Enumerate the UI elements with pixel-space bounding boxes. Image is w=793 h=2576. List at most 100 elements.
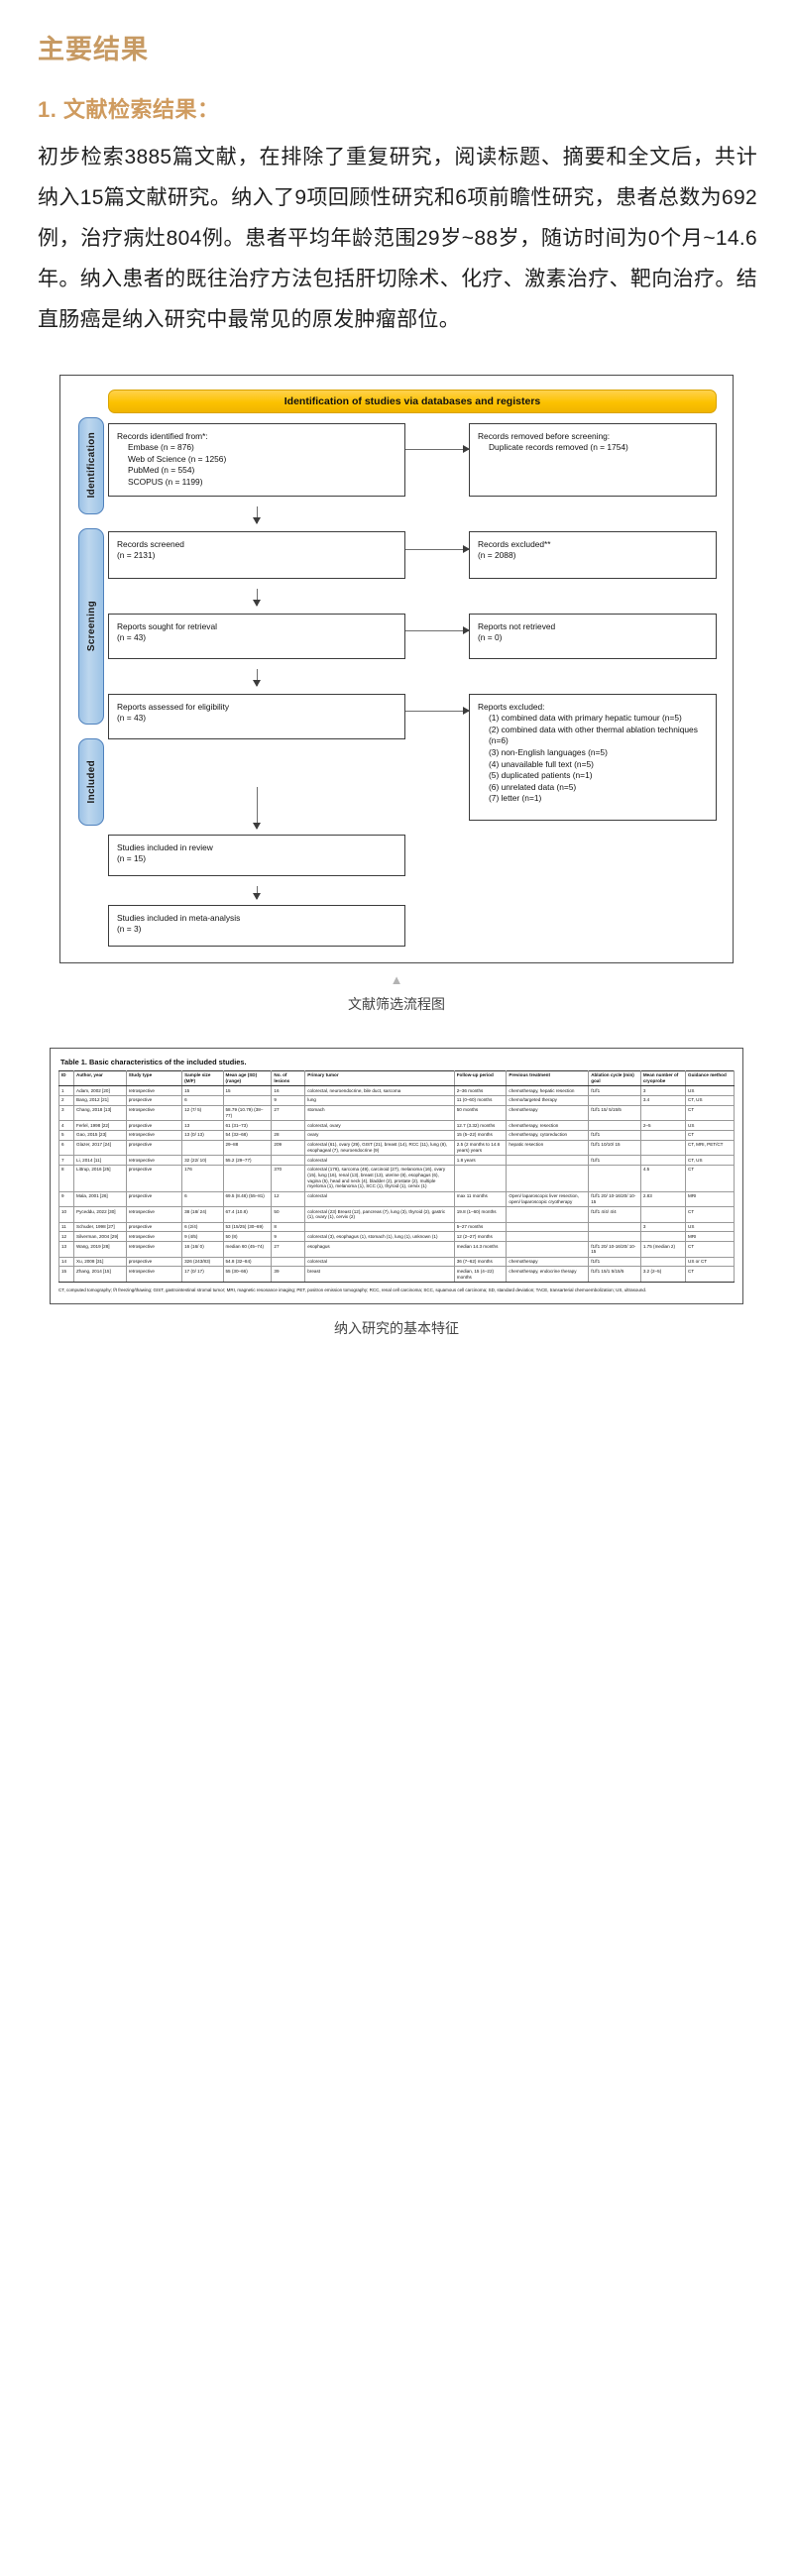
connector-assessed-reportsexcluded bbox=[405, 706, 470, 715]
table-column-header: Study type bbox=[125, 1069, 183, 1087]
table-cell: Adam, 2002 [20] bbox=[73, 1085, 127, 1096]
table-cell: 27 bbox=[271, 1104, 306, 1122]
table-cell: retrospective bbox=[125, 1241, 183, 1258]
table-cell bbox=[506, 1221, 590, 1233]
table-cell: median 60 (45–74) bbox=[222, 1241, 273, 1258]
table-cell: 11 bbox=[57, 1221, 75, 1233]
table-cell: f1/f1 4/4/ 4/4 bbox=[588, 1206, 641, 1223]
table-cell: 11 (0–60) months bbox=[453, 1094, 508, 1106]
page-root: 主要结果 1. 文献检索结果： 初步检索3885篇文献，在排除了重复研究，阅读标… bbox=[0, 28, 793, 1338]
table-cell: retrospective bbox=[125, 1129, 183, 1141]
table-cell: 2–5 bbox=[639, 1120, 687, 1131]
table-cell: 50 bbox=[271, 1206, 306, 1223]
table-box: Table 1. Basic characteristics of the in… bbox=[50, 1047, 743, 1304]
prisma-row-screened: Records screened (n = 2131) Records excl… bbox=[108, 530, 717, 579]
rail-included: Included bbox=[78, 737, 104, 826]
table-cell: esophagus bbox=[304, 1241, 455, 1258]
table-cell: lung bbox=[304, 1094, 455, 1106]
table-cell: 39 bbox=[271, 1266, 306, 1283]
table-cell: chemotherapy, resection bbox=[506, 1120, 590, 1131]
table-cell: MRI bbox=[685, 1190, 735, 1208]
table-column-header: Author, year bbox=[73, 1069, 127, 1087]
table-cell: 6 bbox=[181, 1094, 224, 1106]
box-studies-included-meta: Studies included in meta-analysis (n = 3… bbox=[108, 904, 405, 947]
table-cell: chemo/targeted therapy bbox=[506, 1094, 590, 1106]
table-cell: 9 bbox=[57, 1190, 75, 1208]
table-cell: 17 (0/ 17) bbox=[181, 1266, 224, 1283]
table-cell: 15 bbox=[181, 1085, 224, 1096]
table-cell: Bang, 2012 [21] bbox=[73, 1094, 127, 1106]
table-cell: Mala, 2001 [26] bbox=[73, 1190, 127, 1208]
table-cell: chemotherapy, hepatic resection bbox=[506, 1085, 590, 1096]
table-cell: 8 bbox=[271, 1221, 306, 1233]
rail-identification: Identification bbox=[78, 416, 104, 514]
table-cell: colorectal (61), ovary (29), GIST (21), … bbox=[304, 1139, 455, 1157]
table-cell: CT bbox=[685, 1241, 735, 1258]
table-cell bbox=[639, 1104, 687, 1122]
table-cell: 36 (7–62) months bbox=[453, 1256, 508, 1268]
table-cell: 13 (0/ 13) bbox=[181, 1129, 224, 1141]
table-cell: colorectal bbox=[304, 1256, 455, 1268]
table-cell: Pусeddu, 2022 [30] bbox=[73, 1206, 127, 1223]
table-cell: f1/f1 20/ 10-16/20/ 10-15 bbox=[588, 1190, 641, 1208]
table-cell: 6 (2/4) bbox=[181, 1221, 224, 1233]
table-cell bbox=[506, 1206, 590, 1223]
figure-caption: 文献筛选流程图 bbox=[348, 995, 445, 1012]
table-cell: 370 bbox=[271, 1164, 306, 1192]
table-cell: chemotherapy, endocrine therapy bbox=[506, 1266, 590, 1283]
table-cell: median, 15 (4–22) months bbox=[453, 1266, 508, 1283]
table-cell: chemotherapy bbox=[506, 1256, 590, 1268]
table-cell: CT, US bbox=[685, 1094, 735, 1106]
connector-down-3 bbox=[108, 668, 405, 687]
table-cell: f1/f1 bbox=[588, 1085, 641, 1096]
table-cell: prospective bbox=[125, 1120, 183, 1131]
table-cell: 3.2 (2–5) bbox=[639, 1266, 687, 1283]
table-cell: 2.83 bbox=[639, 1190, 687, 1208]
table-cell: retrospective bbox=[125, 1231, 183, 1243]
table-cell: 16 (16/ 0) bbox=[181, 1241, 224, 1258]
table-cell: chemotherapy bbox=[506, 1104, 590, 1122]
table-column-header: Guidance method bbox=[685, 1069, 735, 1087]
table-cell bbox=[588, 1094, 641, 1106]
table-cell: 54 (32–68) bbox=[222, 1129, 273, 1141]
table-cell: MRI bbox=[685, 1231, 735, 1243]
table-cell: 3 bbox=[639, 1085, 687, 1096]
table-cell: colorectal (178), sarcoma (49), carcinoi… bbox=[304, 1164, 455, 1192]
table-cell: 58.79 (10.79) (38–77) bbox=[222, 1104, 273, 1122]
table-cell: 5 bbox=[57, 1129, 75, 1141]
table-column-header: Follow-up period bbox=[453, 1069, 508, 1087]
table-cell: f1/f1 bbox=[588, 1155, 641, 1166]
table-cell bbox=[506, 1231, 590, 1243]
box-reports-excluded: Reports excluded: (1) combined data with… bbox=[469, 693, 717, 821]
table-cell: 176 bbox=[181, 1164, 224, 1192]
table-cell: 4.5 bbox=[639, 1164, 687, 1192]
table-column-header: Mean age (SD) (range) bbox=[222, 1069, 273, 1087]
table-cell: US bbox=[685, 1085, 735, 1096]
table-cell bbox=[222, 1164, 273, 1192]
connector-down-4 bbox=[108, 786, 405, 830]
table-cell: prospective bbox=[125, 1094, 183, 1106]
box-studies-included-review: Studies included in review (n = 15) bbox=[108, 834, 405, 876]
table-cell: 6 bbox=[57, 1139, 75, 1157]
table-cell: f1/f1 15/ 5/15/5 bbox=[588, 1104, 641, 1122]
table-cell: 55 (30–66) bbox=[222, 1266, 273, 1283]
table-cell: 13 bbox=[181, 1120, 224, 1131]
table-cell: 326 (243/83) bbox=[181, 1256, 224, 1268]
table-cell: US bbox=[685, 1221, 735, 1233]
table-cell: max 11 months bbox=[453, 1190, 508, 1208]
table-cell: 54.8 (32–84) bbox=[222, 1256, 273, 1268]
table-cell: Xu, 2008 [31] bbox=[73, 1256, 127, 1268]
box-reports-assessed: Reports assessed for eligibility (n = 43… bbox=[108, 693, 405, 739]
table-cell bbox=[588, 1120, 641, 1131]
table-cell bbox=[588, 1221, 641, 1233]
table-cell: colorectal (23) Breast (12), pancreas (7… bbox=[304, 1206, 455, 1223]
table-cell: 12 bbox=[271, 1190, 306, 1208]
table-cell: f1/f1 20/ 10-16/20/ 10-15 bbox=[588, 1241, 641, 1258]
table-cell: Li, 2014 [11] bbox=[73, 1155, 127, 1166]
